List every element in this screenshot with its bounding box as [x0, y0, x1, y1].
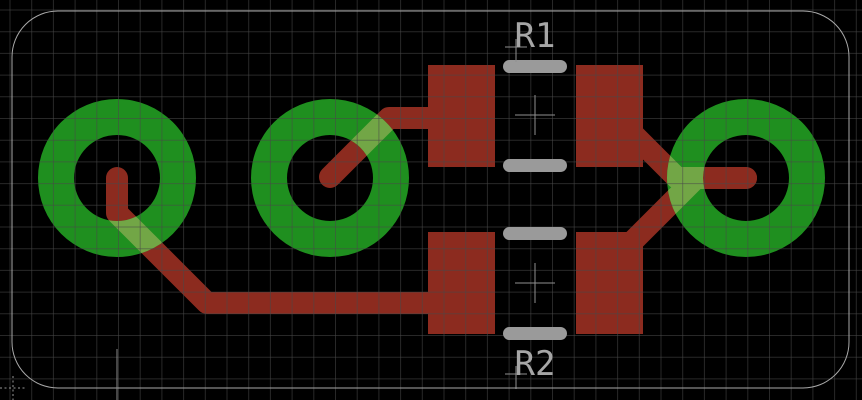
- component-reference-label[interactable]: R2: [515, 344, 556, 384]
- component-anchor-cross: [515, 263, 555, 303]
- text-anchor-cross: [505, 39, 527, 62]
- smd-pad[interactable]: [576, 65, 643, 167]
- smd-pad[interactable]: [428, 65, 495, 167]
- resistor-pad[interactable]: [503, 60, 567, 73]
- component-anchor-cross: [515, 95, 555, 135]
- text-anchor-cross: [505, 366, 527, 389]
- through-hole-pad-left[interactable]: [38, 99, 196, 257]
- smd-pad[interactable]: [428, 232, 495, 334]
- origin-marker: [0, 376, 27, 400]
- board-outline[interactable]: [11, 10, 850, 389]
- resistor-pad[interactable]: [503, 327, 567, 340]
- resistor-pad[interactable]: [503, 227, 567, 240]
- smd-pad[interactable]: [576, 232, 643, 334]
- component-r1[interactable]: R1: [503, 16, 567, 172]
- resistor-pad[interactable]: [503, 159, 567, 172]
- through-hole-pad-right[interactable]: [667, 99, 825, 257]
- component-r2[interactable]: R2: [503, 227, 567, 389]
- component-reference-label[interactable]: R1: [515, 16, 556, 56]
